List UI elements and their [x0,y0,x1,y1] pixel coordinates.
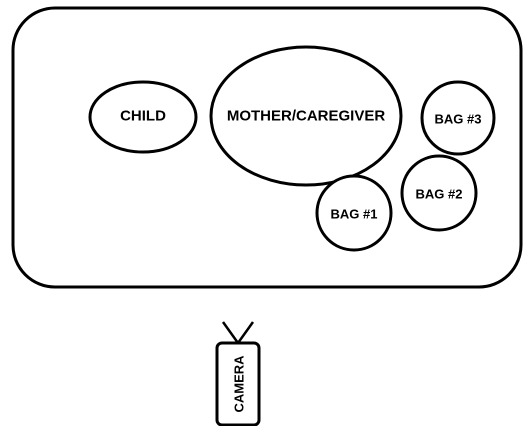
bag-3-node: BAG #3 [420,80,496,156]
child-ellipse [88,80,198,154]
bag-1-label: BAG #1 [331,207,378,222]
bag-3-circle [420,80,496,156]
child-node: CHILD [88,80,198,154]
bag-3-label: BAG #3 [435,112,482,127]
mother-caregiver-ellipse [209,45,403,187]
child-label: CHILD [120,108,166,125]
camera-antenna-icon [221,321,255,346]
bag-1-circle [315,174,393,252]
bag-1-node: BAG #1 [315,174,393,252]
bag-2-label: BAG #2 [416,187,463,202]
bag-2-node: BAG #2 [400,154,478,232]
camera-label: CAMERA [232,355,247,413]
camera-node: CAMERA [215,321,261,426]
mother-caregiver-label: MOTHER/CAREGIVER [227,108,386,125]
camera-body [215,341,261,426]
mother-caregiver-node: MOTHER/CAREGIVER [209,45,403,187]
bag-2-circle [400,154,478,232]
